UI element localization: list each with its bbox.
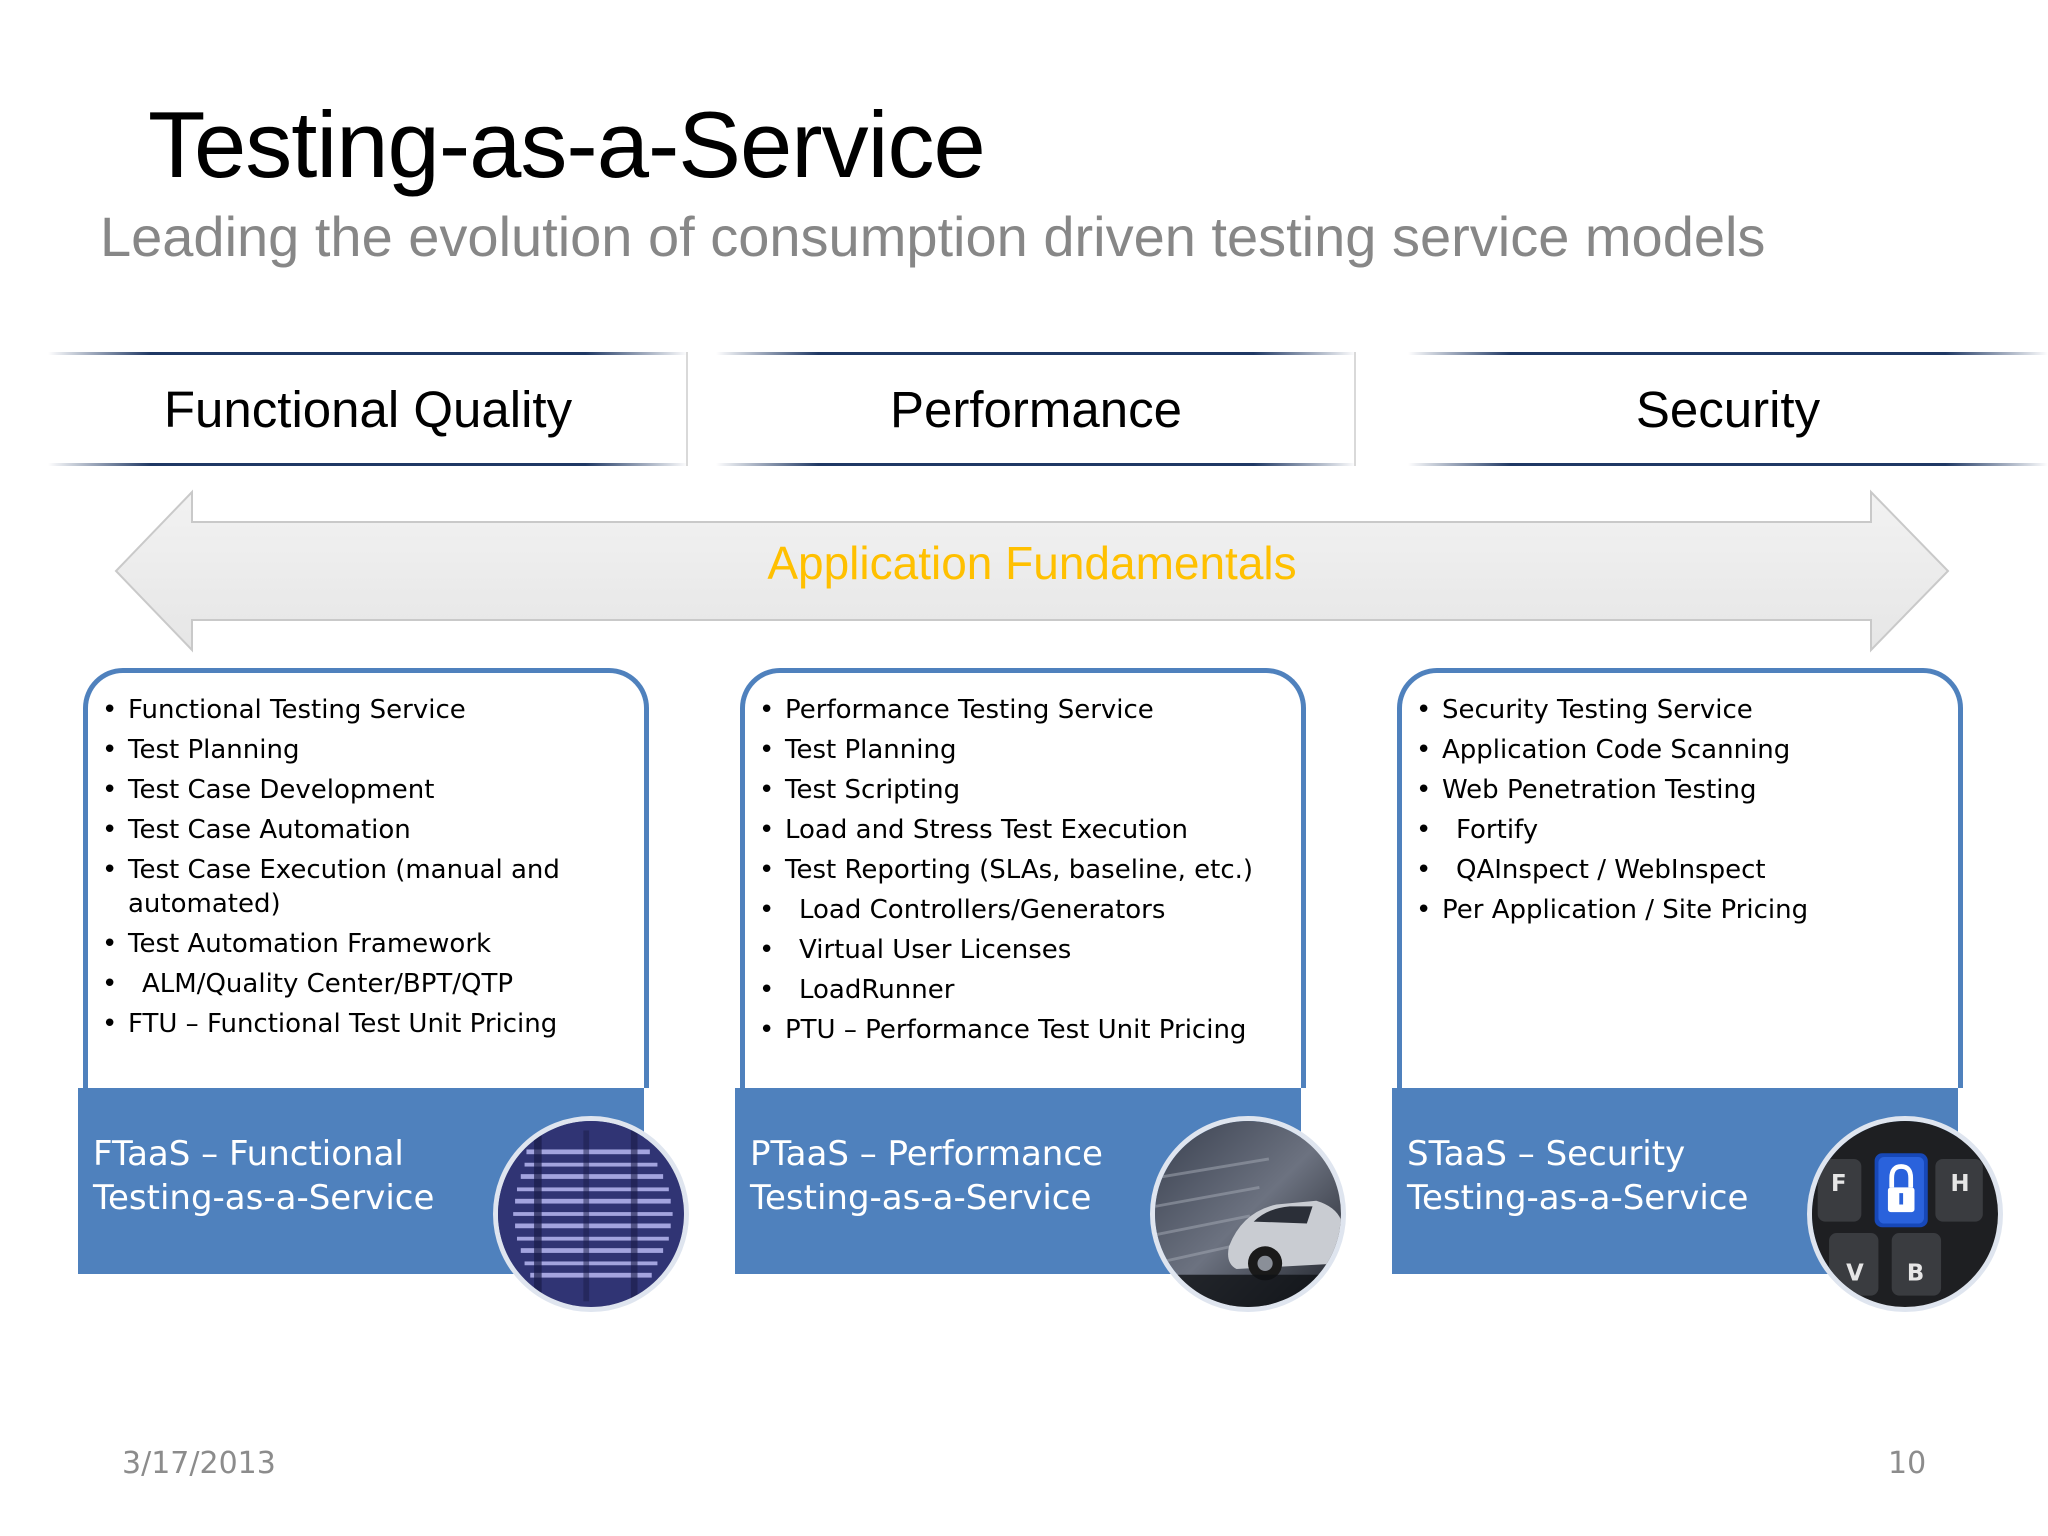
service-list: Functional Testing Service Test Planning… [102,693,634,1047]
card-footer: FTaaS – Functional Testing-as-a-Service [78,1088,644,1274]
fundamentals-label: Application Fundamentals [767,537,1297,589]
category-label: Security [1635,380,1821,438]
category-security: Security [1408,352,2048,466]
list-item: Functional Testing Service [102,693,634,727]
list-item: Load and Stress Test Execution [759,813,1291,847]
footer-line: Testing-as-a-Service [1407,1178,1749,1218]
list-item: Test Case Execution (manual and automate… [102,853,634,921]
footer-line: STaaS – Security [1407,1134,1686,1174]
list-item: Fortify [1416,813,1948,847]
list-item: Load Controllers/Generators [759,893,1291,927]
slide-title: Testing-as-a-Service [148,92,986,197]
list-item: Test Case Automation [102,813,634,847]
speeding-car-photo-icon [1150,1116,1346,1312]
list-item: Test Case Development [102,773,634,807]
category-label: Functional Quality [163,380,573,438]
category-label: Performance [890,380,1182,438]
server-lights-photo-icon [493,1116,689,1312]
card-body: Security Testing Service Application Cod… [1397,668,1963,1088]
list-item: Performance Testing Service [759,693,1291,727]
keyboard-lock-photo-icon: F H V B [1807,1116,2003,1312]
category-functional-quality: Functional Quality [48,352,688,466]
list-item: Security Testing Service [1416,693,1948,727]
list-item: ALM/Quality Center/BPT/QTP [102,967,634,1001]
key-label: B [1907,1260,1924,1286]
list-item: Test Planning [102,733,634,767]
list-item: Test Scripting [759,773,1291,807]
double-arrow-icon [114,489,1950,653]
header-rule [1408,463,2048,466]
header-rule [716,463,1356,466]
header-divider [686,352,688,466]
list-item: Web Penetration Testing [1416,773,1948,807]
application-fundamentals-arrow: Application Fundamentals [112,488,1952,654]
header-rule [48,463,688,466]
page-number: 10 [1888,1446,1927,1481]
list-item: PTU – Performance Test Unit Pricing [759,1013,1291,1047]
header-divider [1354,352,1356,466]
list-item: QAInspect / WebInspect [1416,853,1948,887]
footer-line: Testing-as-a-Service [750,1178,1092,1218]
key-label: V [1846,1260,1864,1286]
service-list: Performance Testing Service Test Plannin… [759,693,1291,1053]
category-performance: Performance [716,352,1356,466]
footer-line: PTaaS – Performance [750,1134,1103,1174]
card-body: Performance Testing Service Test Plannin… [740,668,1306,1088]
card-footer-title: PTaaS – Performance Testing-as-a-Service [750,1132,1170,1220]
service-list: Security Testing Service Application Cod… [1416,693,1948,933]
list-item: Application Code Scanning [1416,733,1948,767]
header-rule [48,352,688,355]
slide-subtitle: Leading the evolution of consumption dri… [100,205,1766,268]
key-label: F [1831,1171,1847,1197]
card-security-testing: Security Testing Service Application Cod… [1392,668,2003,1312]
list-item: Test Reporting (SLAs, baseline, etc.) [759,853,1291,887]
list-item: Virtual User Licenses [759,933,1291,967]
card-functional-testing: Functional Testing Service Test Planning… [78,668,689,1312]
card-footer-title: STaaS – Security Testing-as-a-Service [1407,1132,1827,1220]
header-rule [716,352,1356,355]
key-label: H [1951,1171,1970,1197]
card-body: Functional Testing Service Test Planning… [83,668,649,1088]
list-item: Test Automation Framework [102,927,634,961]
footer-date: 3/17/2013 [122,1446,276,1481]
card-performance-testing: Performance Testing Service Test Plannin… [735,668,1346,1312]
list-item: Per Application / Site Pricing [1416,893,1948,927]
list-item: LoadRunner [759,973,1291,1007]
footer-line: Testing-as-a-Service [93,1178,435,1218]
list-item: FTU – Functional Test Unit Pricing [102,1007,634,1041]
footer-line: FTaaS – Functional [93,1134,404,1174]
card-footer-title: FTaaS – Functional Testing-as-a-Service [93,1132,513,1220]
list-item: Test Planning [759,733,1291,767]
header-rule [1408,352,2048,355]
